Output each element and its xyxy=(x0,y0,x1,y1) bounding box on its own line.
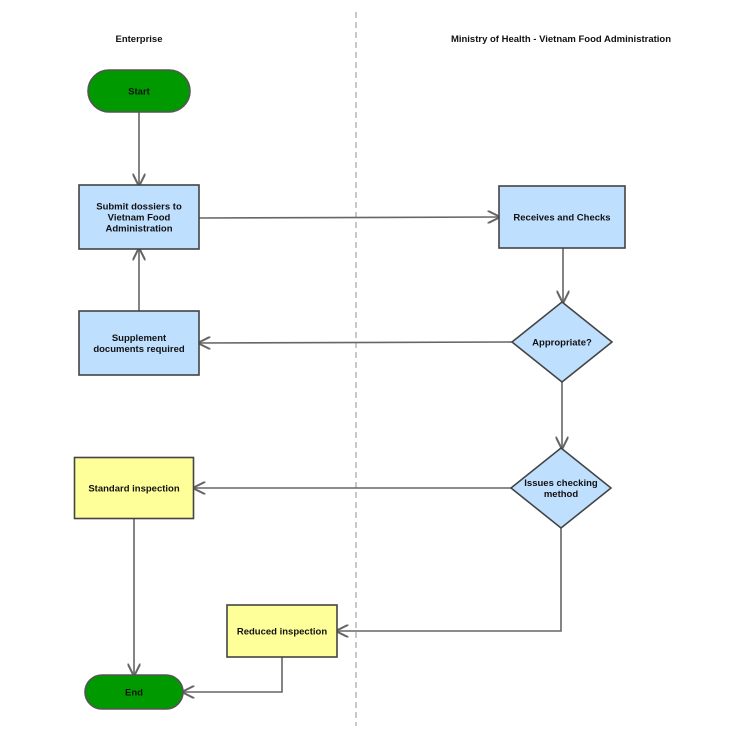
node-supplement-label: documents required xyxy=(93,344,185,355)
node-submit-label: Administration xyxy=(105,224,172,235)
node-issues-label: method xyxy=(544,489,579,500)
lane-title-ministry: Ministry of Health - Vietnam Food Admini… xyxy=(451,34,671,45)
node-supplement-label: Supplement xyxy=(112,333,167,344)
edge-reduced-to-end xyxy=(183,657,283,692)
node-end: End xyxy=(84,674,184,710)
node-reduced-label: Reduced inspection xyxy=(237,627,327,638)
node-receives: Receives and Checks xyxy=(498,185,626,249)
node-issues-shape xyxy=(509,446,613,530)
node-start-shape xyxy=(87,69,191,113)
lane-title-enterprise: Enterprise xyxy=(116,34,163,45)
edge-appropriate-to-supplement xyxy=(199,342,513,343)
node-issues-label: Issues checking xyxy=(524,478,598,489)
node-submit-label: Submit dossiers to xyxy=(96,202,182,213)
node-start: Start xyxy=(87,69,191,113)
node-standard-label: Standard inspection xyxy=(88,484,180,495)
node-reduced-shape xyxy=(226,604,338,658)
node-standard: Standard inspection xyxy=(73,456,195,520)
edge-issues-to-reduced xyxy=(337,528,562,631)
node-appropriate-shape xyxy=(510,300,614,384)
node-appropriate-label: Appropriate? xyxy=(532,338,592,349)
edges-layer xyxy=(134,112,563,692)
edge-submit-to-receives xyxy=(198,217,499,218)
node-supplement-shape xyxy=(78,310,200,376)
node-standard-shape xyxy=(73,456,195,520)
node-appropriate: Appropriate? xyxy=(510,300,614,384)
node-submit-shape xyxy=(78,184,200,250)
node-receives-label: Receives and Checks xyxy=(513,213,610,224)
node-end-label: End xyxy=(125,688,143,699)
node-receives-shape xyxy=(498,185,626,249)
node-submit-label: Vietnam Food xyxy=(108,213,171,224)
node-reduced: Reduced inspection xyxy=(226,604,338,658)
node-end-shape xyxy=(84,674,184,710)
node-start-label: Start xyxy=(128,87,150,98)
